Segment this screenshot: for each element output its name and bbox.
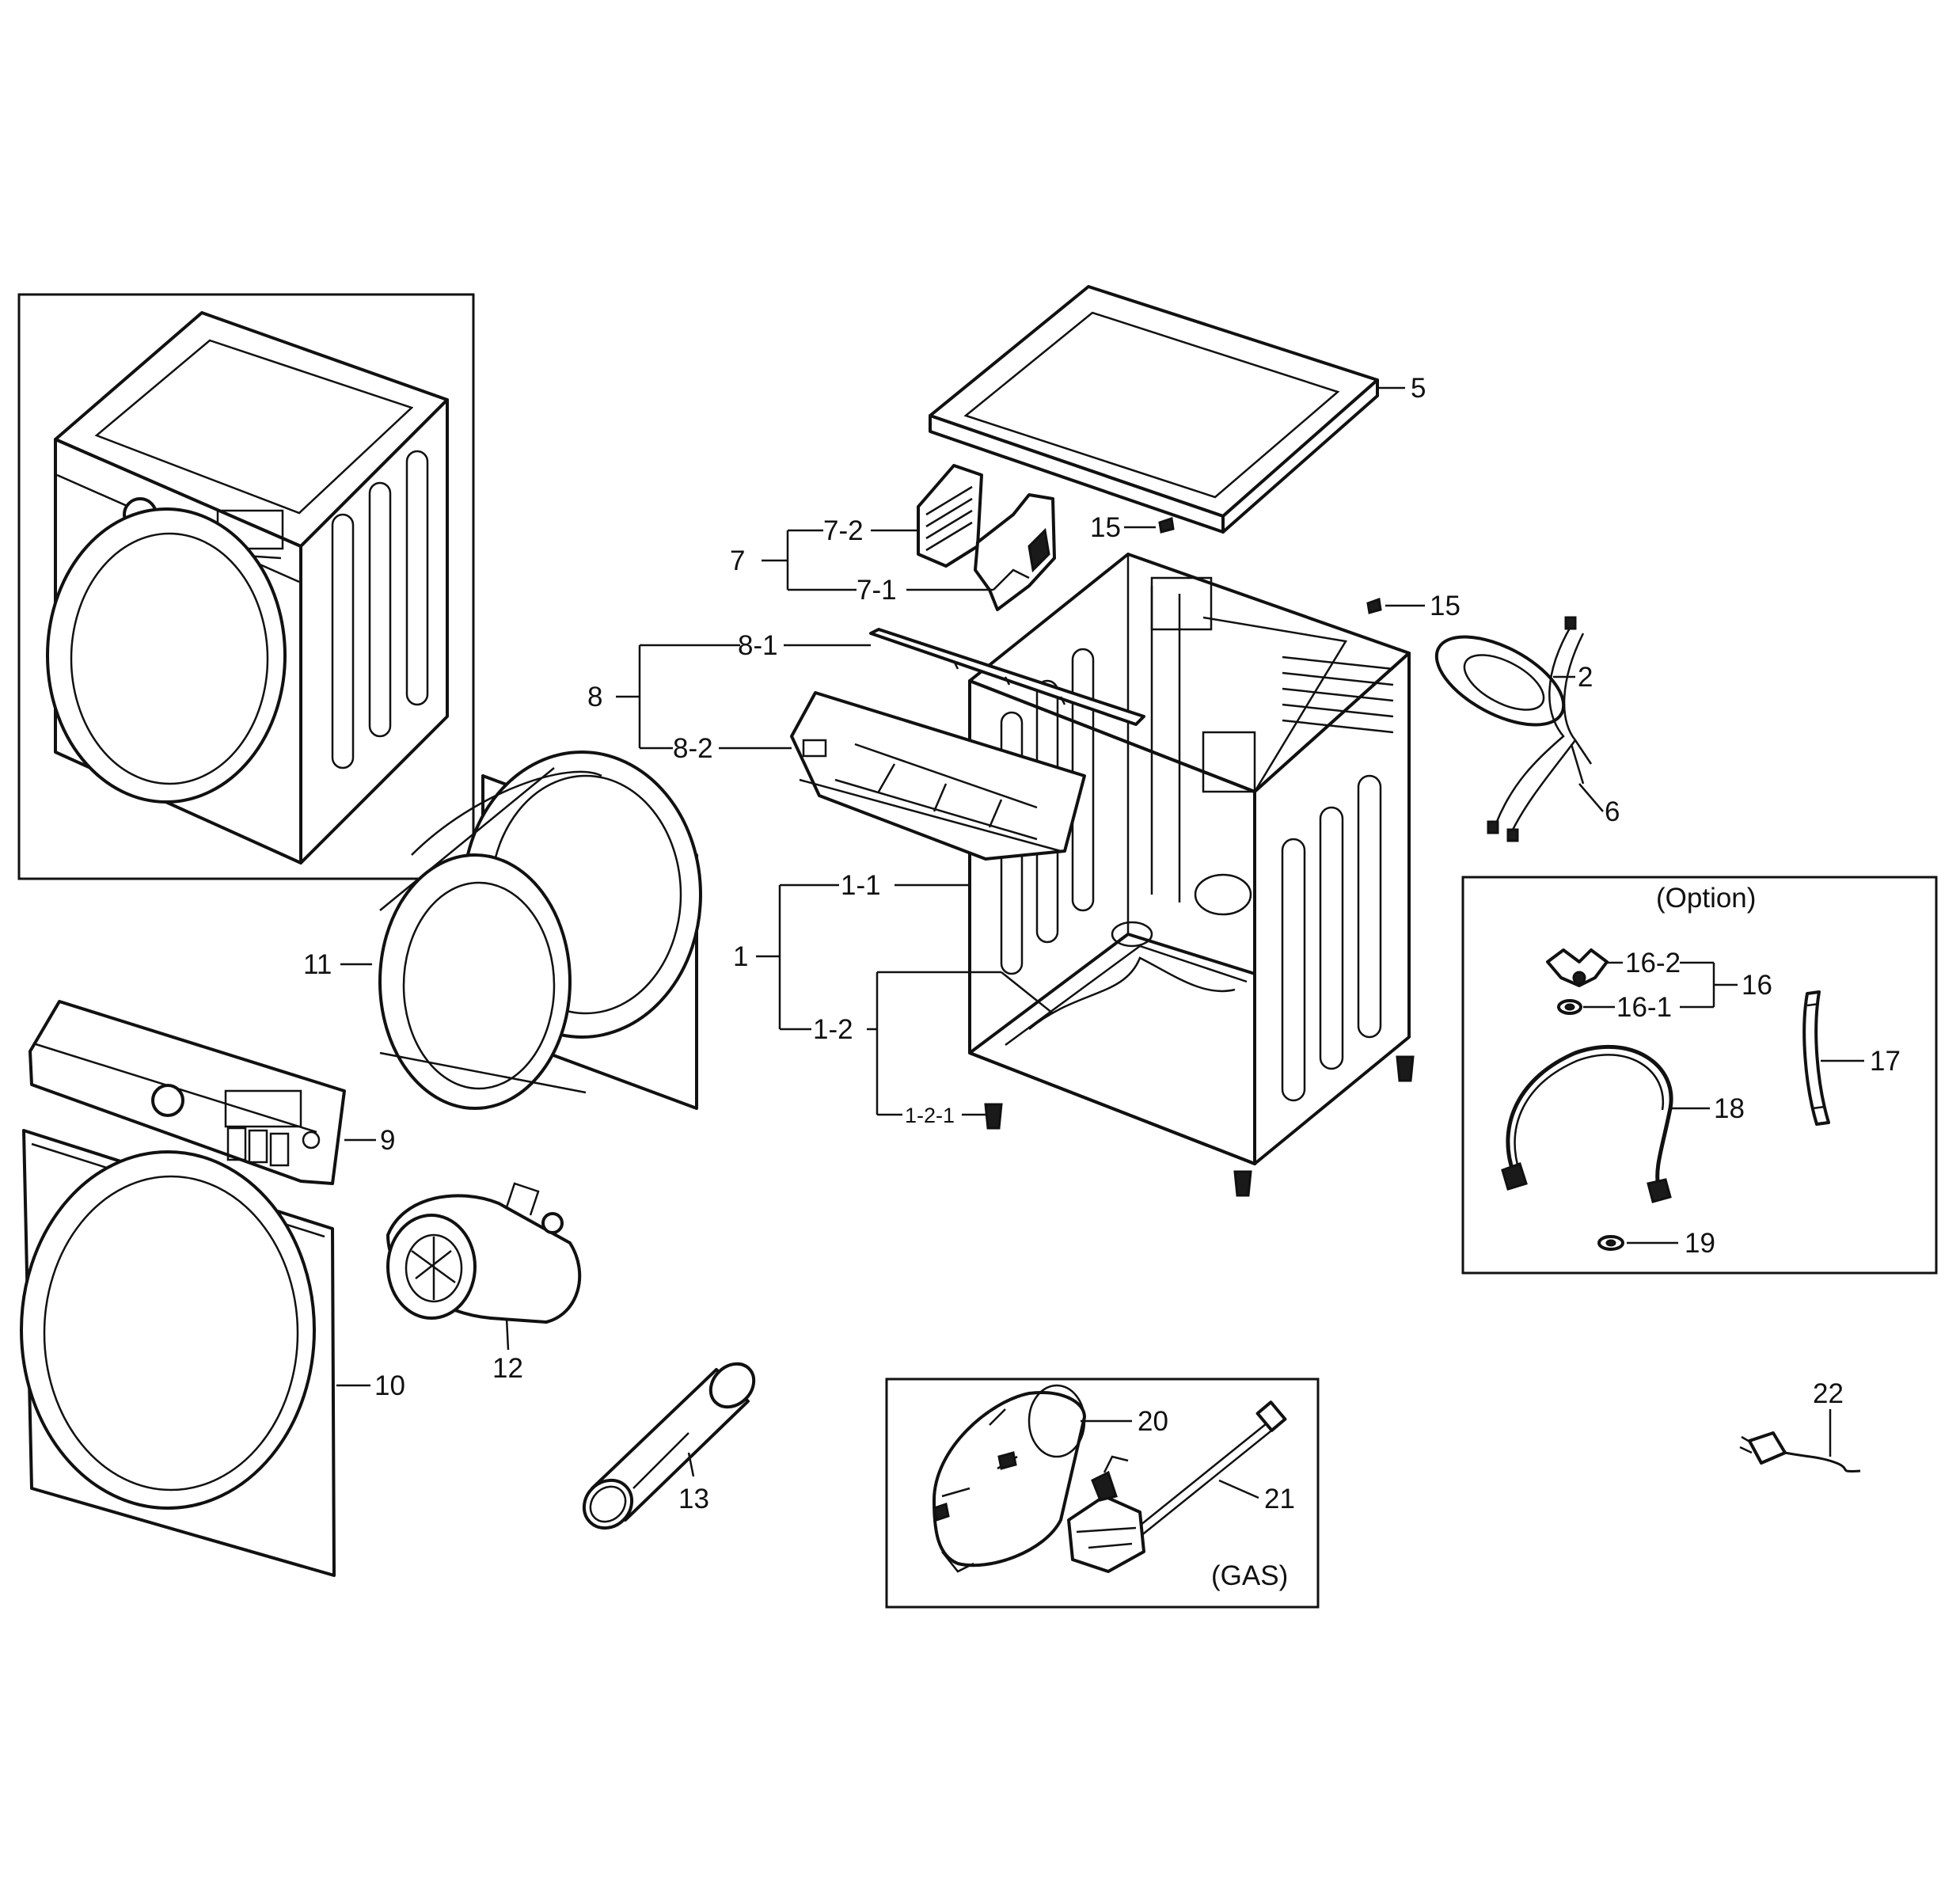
callout-21: 21	[1264, 1484, 1295, 1514]
callout-16-2: 16-2	[1625, 948, 1681, 978]
part-17-drain-hose	[1802, 990, 1830, 1126]
part-22-power-cord: 22	[1739, 1378, 1861, 1472]
part-19-washer	[1597, 1235, 1624, 1251]
callout-1-2: 1-2	[813, 1014, 853, 1045]
part-7-1-filter-housing	[974, 493, 1056, 611]
assembled-dryer-illustration	[46, 311, 449, 864]
part-15-screw-top: 15	[1090, 512, 1175, 543]
option-accessories-box: (Option) 16-2 16-1 16 17 18	[1461, 876, 1938, 1275]
callout-7-2: 7-2	[823, 515, 864, 546]
callout-22: 22	[1813, 1378, 1844, 1409]
part-6-wire-harness: 6	[1487, 616, 1620, 842]
callout-12: 12	[492, 1353, 523, 1384]
callout-13: 13	[678, 1484, 709, 1514]
part-16-2-y-connector	[1546, 948, 1609, 987]
callout-15-right: 15	[1430, 591, 1461, 621]
callout-1-2-1: 1-2-1	[905, 1104, 955, 1127]
part-8-2-control-frame	[790, 691, 1086, 861]
callout-20: 20	[1138, 1406, 1168, 1437]
part-16-1-washer	[1557, 999, 1582, 1015]
part-11-drum: 11	[303, 750, 702, 1110]
part-5-top-cover: 5	[929, 285, 1426, 534]
callout-9: 9	[380, 1125, 395, 1156]
part-18-fill-hose	[1501, 1044, 1673, 1203]
callout-5: 5	[1411, 373, 1426, 404]
part-1-2-base	[968, 873, 1256, 1165]
callout-6: 6	[1605, 796, 1620, 827]
callout-16-1: 16-1	[1616, 992, 1672, 1023]
part-12-blower-housing: 12	[386, 1182, 582, 1384]
part-13-duct: 13	[582, 1362, 756, 1530]
part-8-1-top-bracket	[869, 628, 1145, 726]
part-8-control-bracket-assembly: 8 8-1 8-2	[587, 628, 1145, 861]
callout-8-1: 8-1	[738, 630, 778, 661]
callout-1: 1	[733, 941, 748, 972]
part-15-screw-right: 15	[1366, 591, 1461, 621]
callout-10: 10	[374, 1370, 405, 1401]
callout-8: 8	[587, 682, 602, 712]
part-9-control-panel: 9	[28, 1000, 395, 1185]
gas-box-title: (GAS)	[1211, 1560, 1288, 1591]
part-1-1-cabinet-frame	[968, 553, 1411, 1165]
gas-option-box: (GAS) 20 21	[885, 1378, 1320, 1609]
part-21-gas-valve	[1067, 1400, 1287, 1573]
callout-17: 17	[1870, 1046, 1901, 1077]
callout-18: 18	[1714, 1093, 1745, 1124]
part-7-2-filter	[917, 464, 983, 568]
callout-7: 7	[730, 545, 745, 576]
callout-8-2: 8-2	[673, 733, 713, 764]
part-7-filter-assembly: 7 7-2 7-1	[730, 464, 1056, 611]
part-20-burner	[933, 1384, 1086, 1573]
callout-2: 2	[1578, 662, 1593, 693]
callout-19: 19	[1685, 1228, 1715, 1259]
part-1-cabinet-assembly: 1 1-1 1-2 1-2-1	[733, 553, 1415, 1197]
callout-1-1: 1-1	[841, 870, 881, 901]
part-2-exhaust-cover: 2	[1434, 635, 1593, 727]
part-10-front-panel: 10	[20, 1129, 405, 1577]
callout-16: 16	[1742, 970, 1772, 1001]
callout-15-top: 15	[1090, 512, 1121, 543]
option-box-title: (Option)	[1656, 883, 1756, 914]
callout-11: 11	[303, 949, 332, 980]
callout-7-1: 7-1	[857, 575, 897, 606]
part-1-2-1-leveling-feet	[984, 1055, 1415, 1197]
assembled-dryer-inset	[17, 293, 475, 880]
